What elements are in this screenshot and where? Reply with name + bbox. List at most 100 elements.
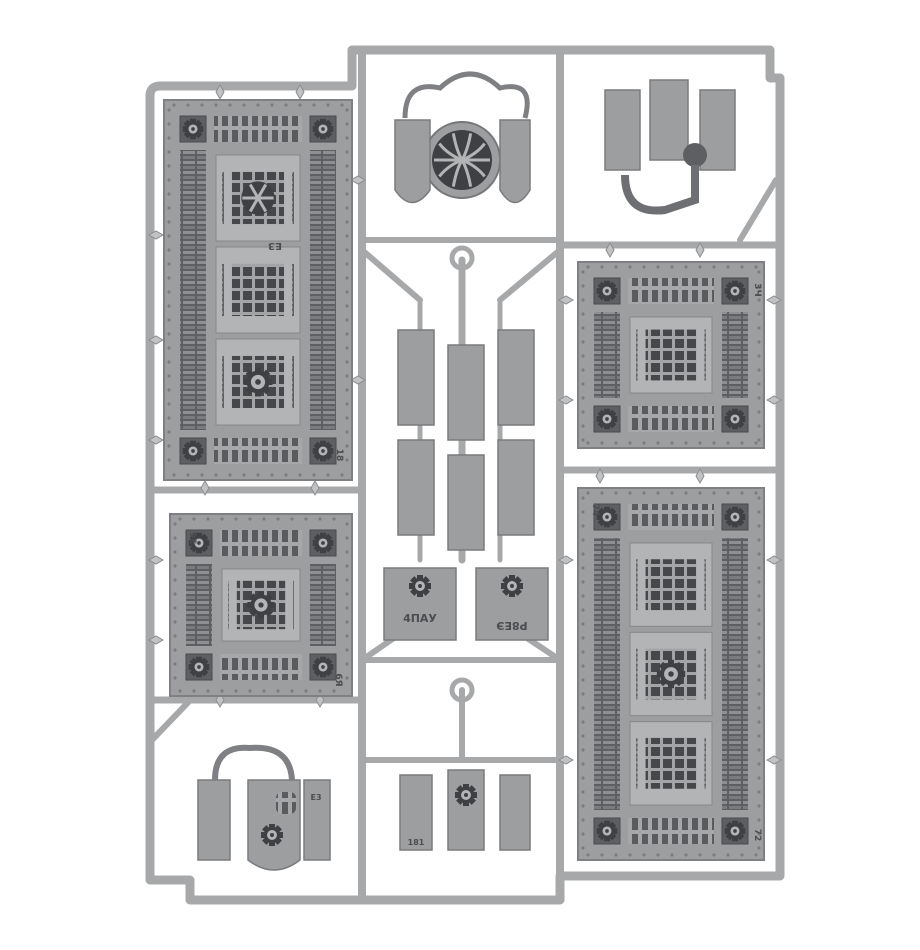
gate-nub <box>200 479 210 497</box>
mesh-grate <box>231 263 285 317</box>
edge-slots <box>628 504 714 530</box>
rivet <box>757 804 761 808</box>
rivet <box>262 689 266 693</box>
rivet <box>757 298 761 302</box>
rivet <box>167 332 171 336</box>
rivet <box>248 689 252 693</box>
canister <box>447 769 485 851</box>
cog-tooth <box>732 423 738 430</box>
rivet <box>757 410 761 414</box>
rivet <box>345 606 349 610</box>
mesh-grate <box>645 737 697 789</box>
cog-tooth <box>190 133 196 140</box>
rivet <box>167 122 171 126</box>
rivet <box>757 396 761 400</box>
edge-slots <box>220 654 302 680</box>
rivet <box>345 234 349 238</box>
edge-slots <box>214 116 302 142</box>
tile-marking: 3Ч <box>752 283 762 297</box>
rivet <box>340 473 344 477</box>
rivet <box>581 650 585 654</box>
edge-grille <box>310 150 336 430</box>
rivet <box>628 441 632 445</box>
tank-right <box>499 119 531 204</box>
rivet <box>173 564 177 568</box>
rivet <box>173 606 177 610</box>
rivet <box>586 265 590 269</box>
cog-tooth <box>509 591 515 597</box>
cog-tooth <box>410 587 419 596</box>
rivet <box>581 580 585 584</box>
cog-tooth <box>320 455 326 462</box>
rivet <box>345 136 349 140</box>
rivet <box>270 103 274 107</box>
rivet <box>754 265 758 269</box>
cog-tooth <box>674 661 684 671</box>
rivet <box>757 326 761 330</box>
cog-hub <box>668 671 674 677</box>
rivet <box>326 103 330 107</box>
rivet <box>628 265 632 269</box>
rivet <box>581 368 585 372</box>
cog-tooth <box>421 587 430 596</box>
cog-tooth <box>611 288 618 294</box>
cog-tooth <box>724 288 731 294</box>
rivet <box>726 853 730 857</box>
rivet <box>757 284 761 288</box>
gate-nub <box>765 555 783 565</box>
cog-tooth <box>196 532 202 539</box>
fan-blade <box>460 159 473 187</box>
rivet <box>726 491 730 495</box>
gate-nub <box>557 755 575 765</box>
cog-tooth <box>243 379 250 385</box>
cog-tooth <box>724 828 731 834</box>
rivet <box>173 550 177 554</box>
rivet <box>298 473 302 477</box>
rivet <box>340 103 344 107</box>
rivet <box>167 444 171 448</box>
cog-tooth <box>197 448 204 454</box>
cog-tooth <box>732 835 738 842</box>
rivet <box>312 473 316 477</box>
rivet <box>345 620 349 624</box>
rivet <box>167 262 171 266</box>
rivet <box>304 689 308 693</box>
side-grille <box>222 171 224 225</box>
edge-grille <box>722 538 748 810</box>
rivet <box>614 853 618 857</box>
rivet <box>173 536 177 540</box>
cog-hub <box>197 541 201 545</box>
cog-tooth <box>264 593 273 602</box>
cog-tooth <box>656 671 663 677</box>
banner-plate <box>447 454 485 551</box>
banner-plate <box>447 344 485 441</box>
tile-marking: 18 <box>334 449 344 462</box>
rivet <box>167 430 171 434</box>
cog-tooth <box>327 664 334 670</box>
rivet <box>581 776 585 780</box>
rivet <box>581 846 585 850</box>
cog-tooth <box>182 126 189 132</box>
rivet <box>345 248 349 252</box>
cog-tooth <box>261 369 271 379</box>
rivet <box>345 346 349 350</box>
gate-nub <box>349 175 367 185</box>
rivet <box>173 634 177 638</box>
rivet <box>581 762 585 766</box>
cog-tooth <box>739 288 746 294</box>
cog-tooth <box>320 440 326 447</box>
rivet <box>318 689 322 693</box>
cog-tooth <box>262 836 271 845</box>
edge-grille <box>310 564 336 646</box>
rivet <box>167 150 171 154</box>
cog-tooth <box>196 671 202 678</box>
inner-panel <box>215 338 301 426</box>
rivet <box>290 517 294 521</box>
cog-tooth <box>312 540 319 546</box>
rivet <box>345 374 349 378</box>
cog-tooth <box>456 785 465 794</box>
cog-tooth <box>203 664 210 670</box>
edge-grille <box>594 538 620 810</box>
rivet <box>345 360 349 364</box>
cog-tooth <box>668 659 674 666</box>
